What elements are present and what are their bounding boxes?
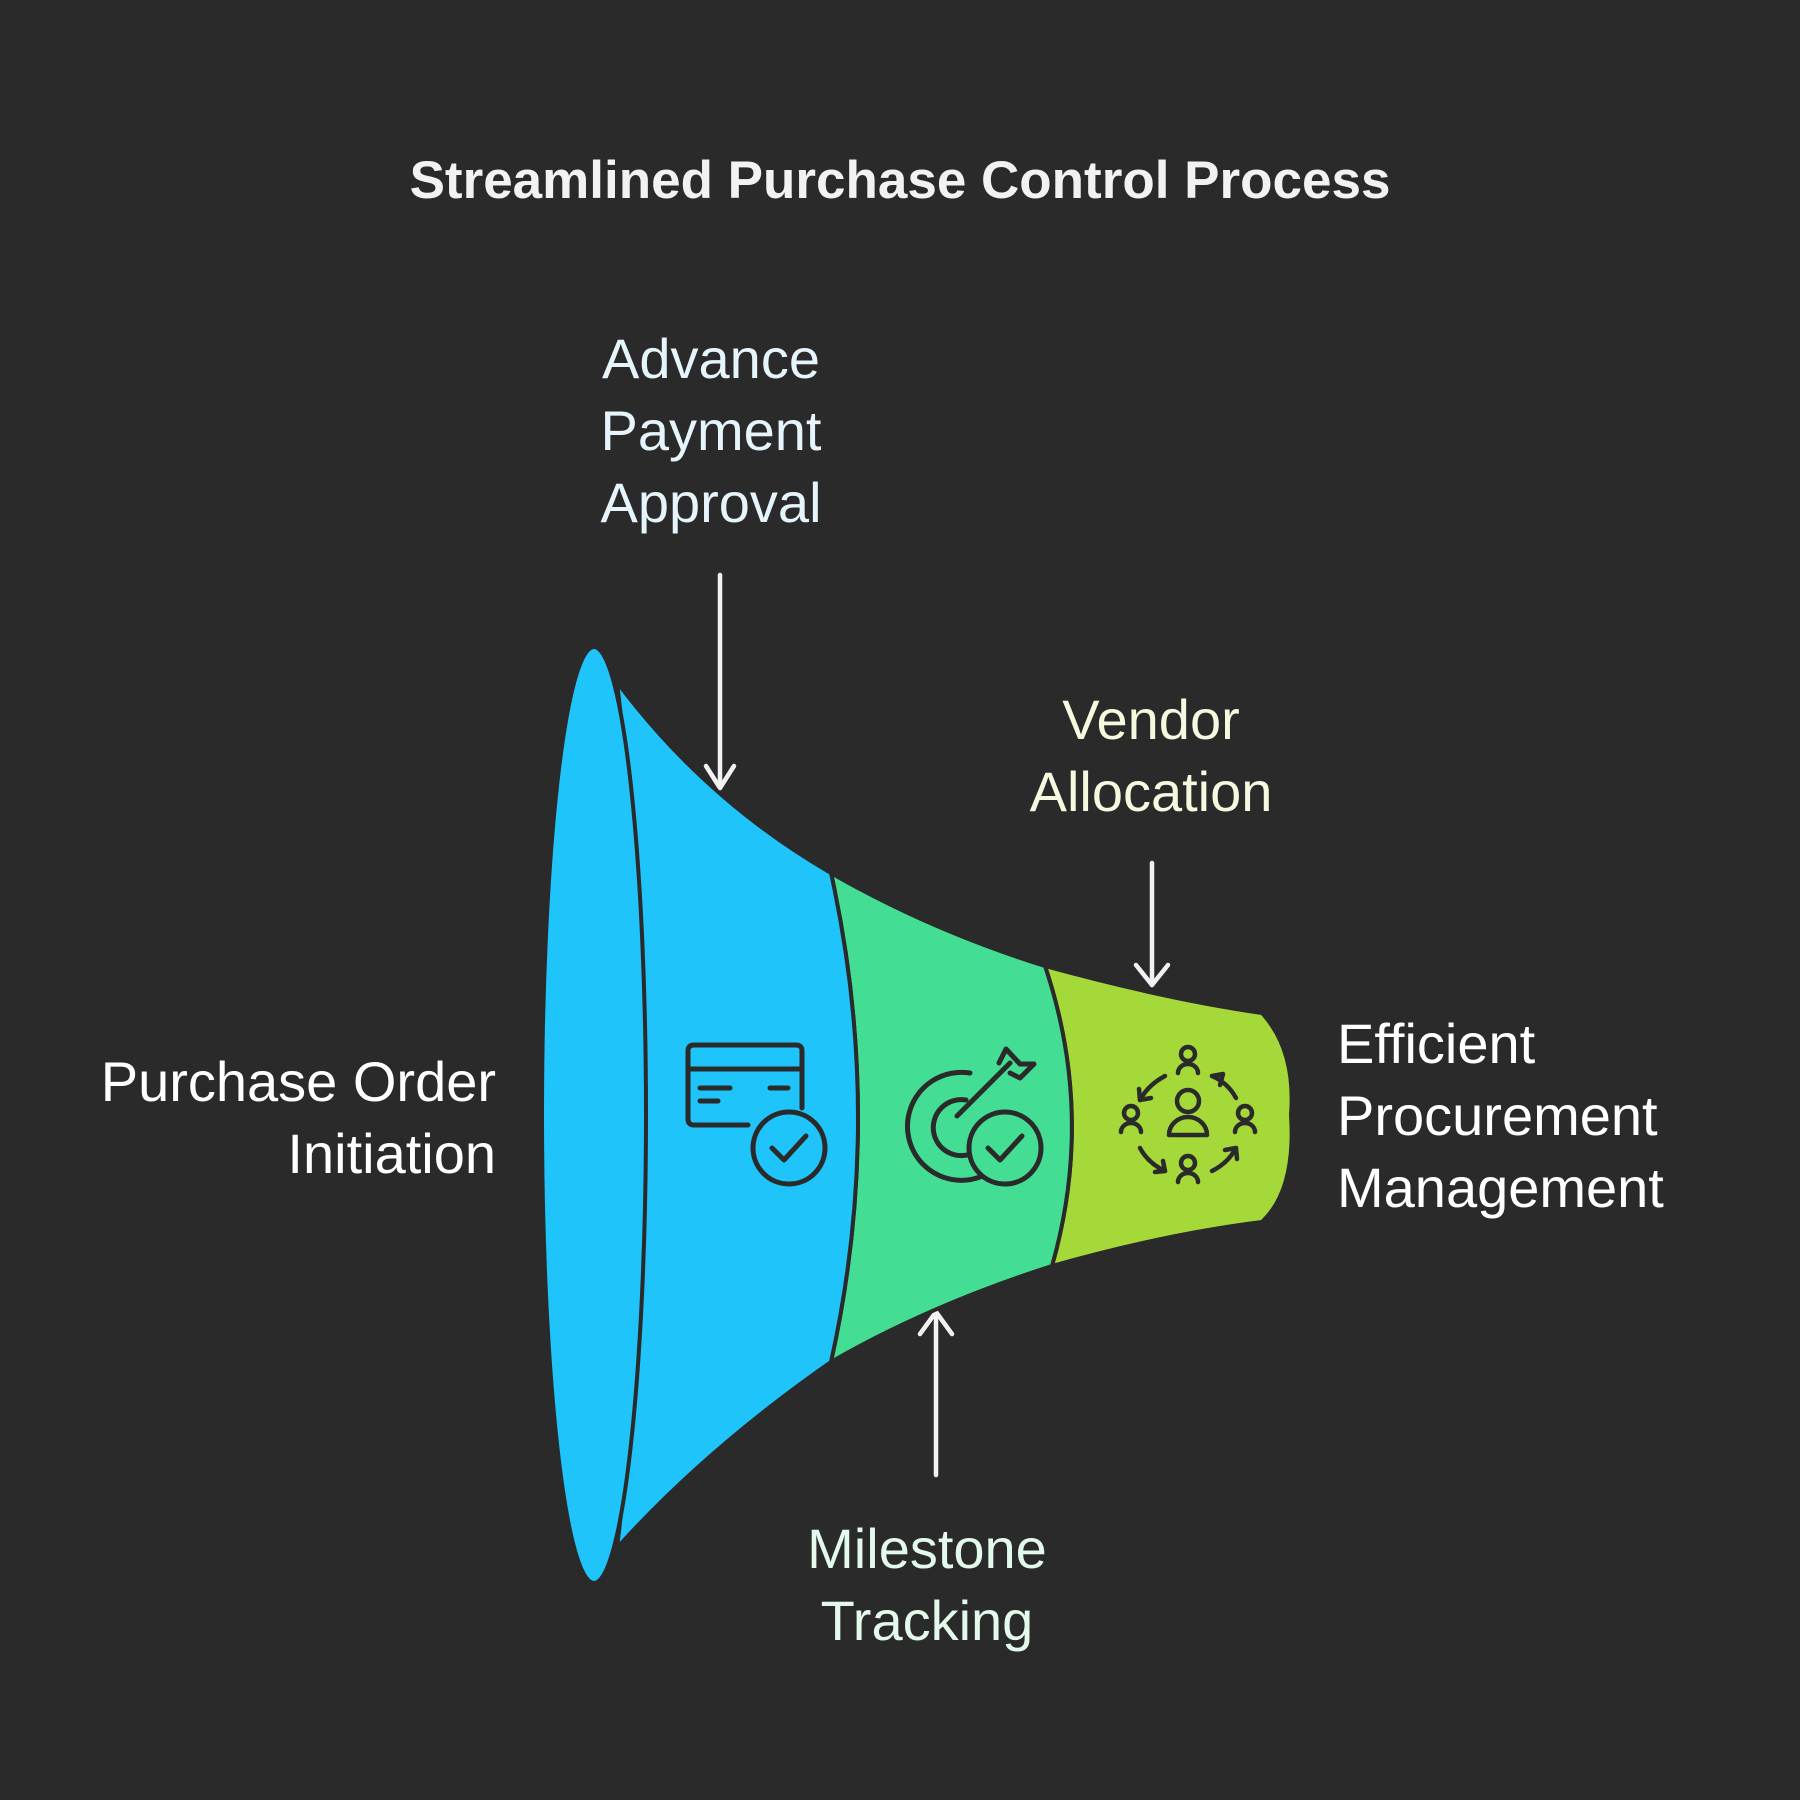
funnel-stage-milestone-tracking	[829, 871, 1074, 1364]
label-line: Initiation	[287, 1122, 496, 1185]
label-line: Payment	[600, 399, 822, 462]
label-line: Tracking	[820, 1589, 1034, 1652]
label-efficient-procurement-management: Efficient Procurement Management	[1337, 1008, 1664, 1224]
label-purchase-order-initiation: Purchase Order Initiation	[101, 1046, 496, 1190]
arrow-milestone-tracking	[917, 1309, 955, 1478]
label-line: Approval	[600, 471, 822, 534]
label-advance-payment-approval: Advance Payment Approval	[511, 323, 911, 539]
funnel-stage-advance-payment	[615, 680, 860, 1550]
label-line: Vendor	[1062, 688, 1240, 751]
arrow-advance-payment	[703, 572, 737, 791]
label-line: Management	[1337, 1156, 1664, 1219]
label-line: Milestone	[807, 1517, 1047, 1580]
label-line: Procurement	[1337, 1084, 1658, 1147]
label-line: Advance	[602, 327, 820, 390]
label-line: Allocation	[1029, 760, 1273, 823]
credit-card-check-icon	[685, 1042, 828, 1187]
arrow-vendor-allocation	[1133, 860, 1171, 988]
label-vendor-allocation: Vendor Allocation	[951, 684, 1351, 828]
team-network-icon	[1118, 1044, 1258, 1185]
label-line: Efficient	[1337, 1012, 1536, 1075]
funnel-stage-purchase-order-initiation	[540, 645, 648, 1585]
diagram-title: Streamlined Purchase Control Process	[409, 151, 1391, 210]
funnel-stage-vendor-allocation	[1043, 964, 1294, 1268]
label-line: Purchase Order	[100, 1050, 496, 1113]
label-milestone-tracking: Milestone Tracking	[727, 1513, 1127, 1657]
target-check-icon	[904, 1046, 1044, 1187]
